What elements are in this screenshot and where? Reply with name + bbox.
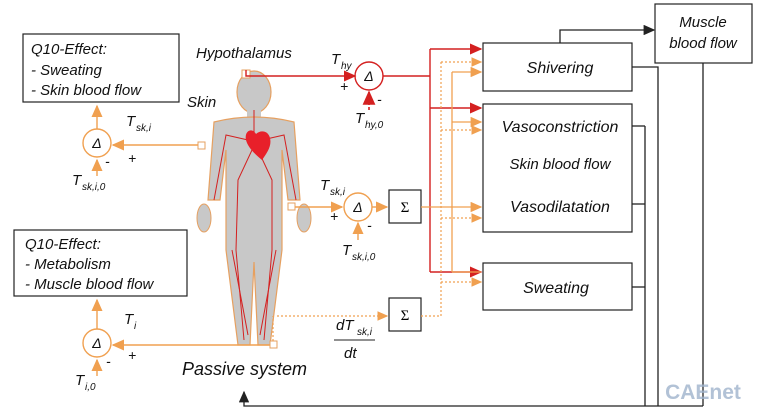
heart-icon xyxy=(245,130,271,160)
dtsk-dt-fraction: dT sk,i dt xyxy=(334,317,375,362)
svg-text:i: i xyxy=(134,321,137,332)
svg-text:- Skin blood flow: - Skin blood flow xyxy=(31,82,142,99)
svg-text:+: + xyxy=(128,150,136,166)
derivative-sigma-output-lines xyxy=(421,57,483,317)
svg-text:T: T xyxy=(355,110,366,127)
caenet-watermark: CAEnet xyxy=(665,381,741,404)
svg-text:Δ: Δ xyxy=(363,68,373,84)
q10-bottom-box: Q10-Effect: - Metabolism - Muscle blood … xyxy=(13,229,188,297)
hypothalamus-output-lines xyxy=(383,43,483,278)
svg-text:sk,i,0: sk,i,0 xyxy=(82,182,106,193)
skin-sigma-output-lines xyxy=(421,66,483,273)
sweating-block: Sweating xyxy=(482,262,633,311)
hypothalamus-label: Hypothalamus xyxy=(196,45,292,62)
svg-text:Σ: Σ xyxy=(401,200,410,216)
svg-text:sk,i: sk,i xyxy=(330,187,346,198)
svg-text:Skin blood flow: Skin blood flow xyxy=(510,156,612,173)
svg-text:+: + xyxy=(340,78,348,94)
svg-text:Δ: Δ xyxy=(91,335,101,351)
svg-text:- Sweating: - Sweating xyxy=(31,62,103,79)
svg-text:-: - xyxy=(106,353,111,369)
sigma-block-lower: Σ xyxy=(388,297,422,332)
svg-text:-: - xyxy=(105,153,110,169)
svg-text:sk,i,0: sk,i,0 xyxy=(352,252,376,263)
svg-text:- Muscle blood flow: - Muscle blood flow xyxy=(25,276,155,293)
svg-text:hy: hy xyxy=(341,61,353,72)
sigma-block-upper: Σ xyxy=(388,189,422,224)
svg-text:sk,i: sk,i xyxy=(357,327,373,338)
svg-text:Vasodilatation: Vasodilatation xyxy=(510,199,610,216)
svg-text:hy,0: hy,0 xyxy=(365,120,384,131)
svg-text:Q10-Effect:: Q10-Effect: xyxy=(25,236,101,253)
svg-text:-: - xyxy=(367,217,372,233)
svg-text:Sweating: Sweating xyxy=(523,280,589,297)
skin-label: Skin xyxy=(187,94,216,111)
skin-blood-flow-block: Vasoconstriction Skin blood flow Vasodil… xyxy=(482,103,633,233)
passive-system-label: Passive system xyxy=(182,359,307,379)
q10-top-box: Q10-Effect: - Sweating - Skin blood flow xyxy=(22,33,180,103)
svg-text:Q10-Effect:: Q10-Effect: xyxy=(31,41,107,58)
svg-text:Muscle: Muscle xyxy=(679,14,727,31)
svg-text:dt: dt xyxy=(344,345,357,362)
svg-text:Δ: Δ xyxy=(352,199,362,215)
svg-text:T: T xyxy=(126,113,137,130)
svg-text:dT: dT xyxy=(336,317,355,334)
svg-text:T: T xyxy=(124,311,135,328)
svg-text:- Metabolism: - Metabolism xyxy=(25,256,111,273)
svg-text:Δ: Δ xyxy=(91,135,101,151)
svg-text:T: T xyxy=(331,51,342,68)
feedback-lines xyxy=(238,24,704,407)
svg-text:Σ: Σ xyxy=(401,308,410,324)
svg-text:-: - xyxy=(377,91,382,107)
svg-text:T: T xyxy=(72,172,83,189)
shivering-block: Shivering xyxy=(482,42,633,92)
svg-text:sk,i: sk,i xyxy=(136,123,152,134)
svg-text:Shivering: Shivering xyxy=(527,60,594,77)
svg-text:i,0: i,0 xyxy=(85,382,96,393)
svg-text:T: T xyxy=(342,242,353,259)
svg-text:+: + xyxy=(330,208,338,224)
muscle-blood-flow-block: Muscle blood flow xyxy=(654,3,753,64)
human-body-figure xyxy=(196,69,312,349)
svg-text:blood flow: blood flow xyxy=(669,35,738,52)
delta-hypothalamus: Δ xyxy=(354,61,384,91)
svg-text:+: + xyxy=(128,347,136,363)
svg-text:T: T xyxy=(320,177,331,194)
svg-text:T: T xyxy=(75,372,86,389)
svg-text:Vasoconstriction: Vasoconstriction xyxy=(502,119,619,136)
